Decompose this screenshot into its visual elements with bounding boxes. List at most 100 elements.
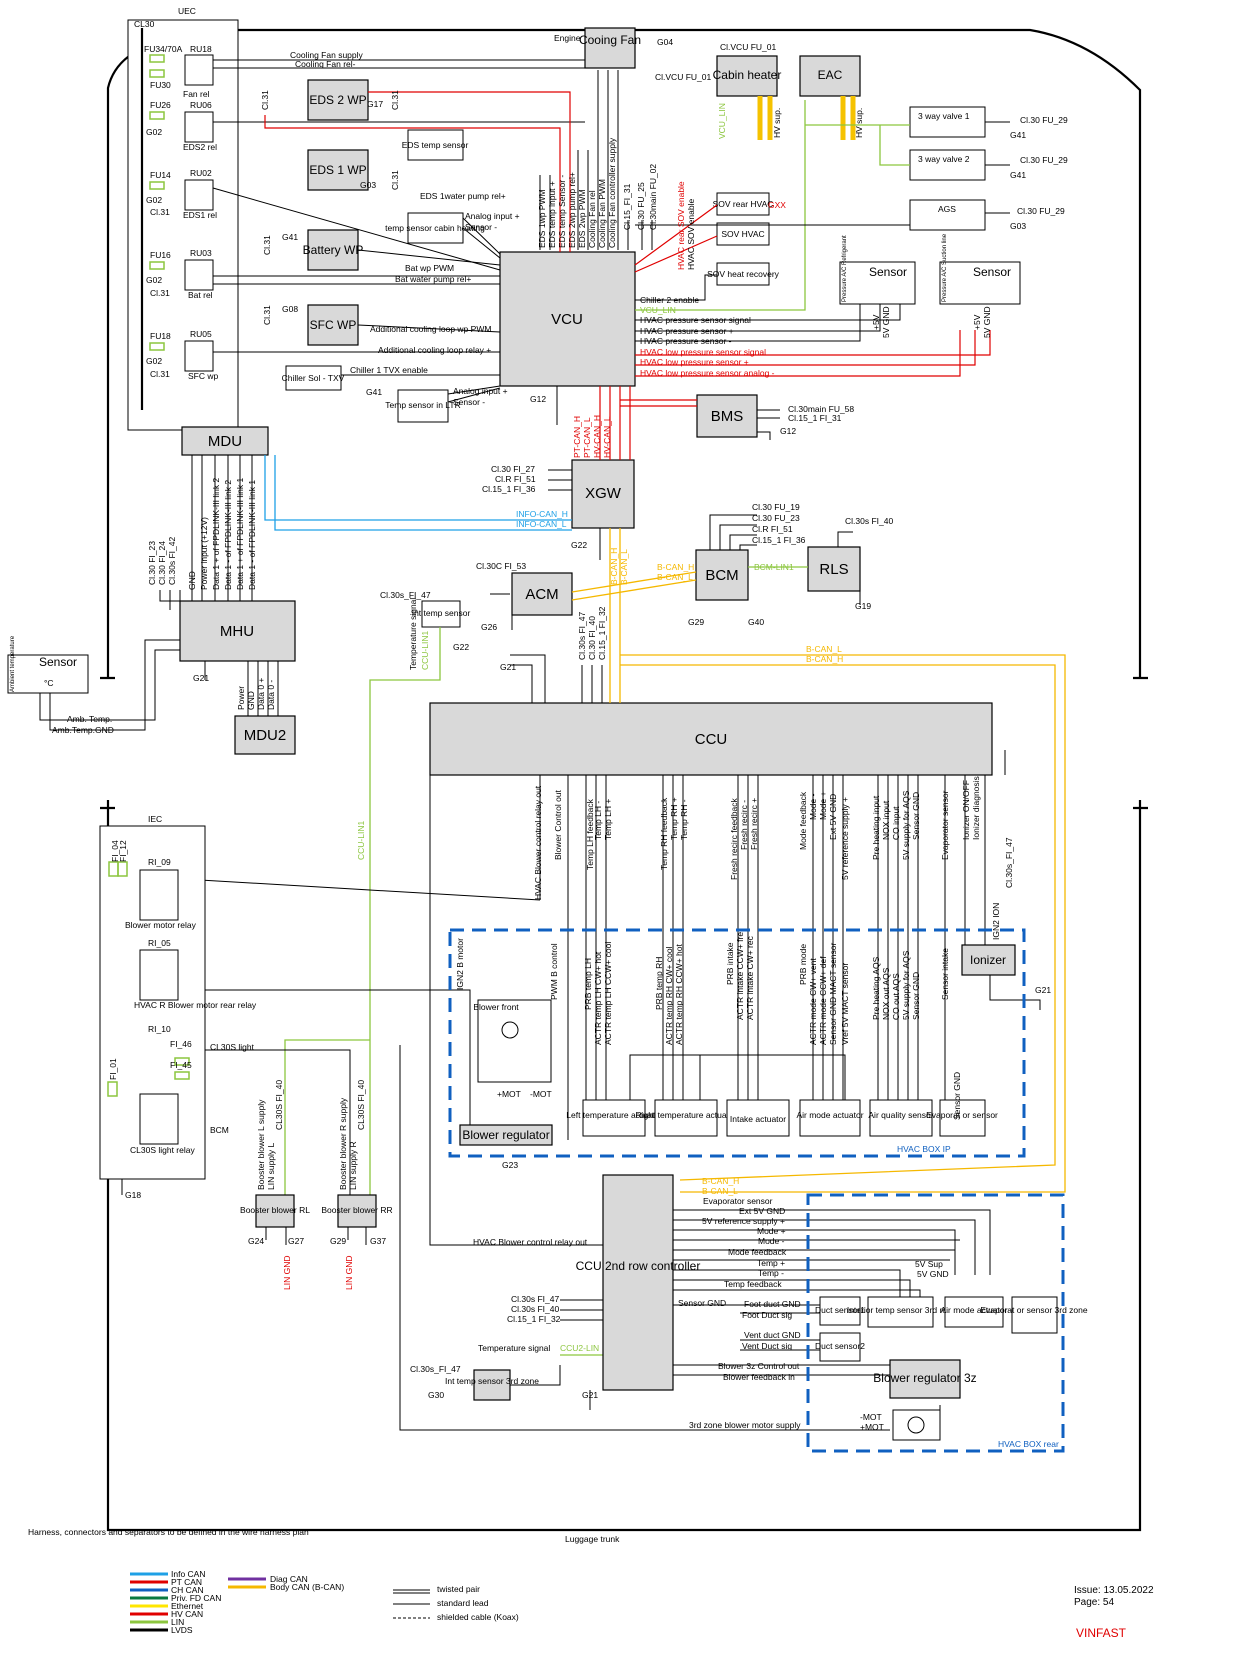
cl31-vert-4: Cl.31 — [262, 235, 272, 255]
signal-labels: Cooling Fan supply Cooling Fan rel- EDS … — [52, 50, 949, 1430]
mhu-vert-0: GND — [187, 571, 197, 590]
mot-plus-2: +MOT — [860, 1422, 884, 1432]
g41-bat: G41 — [282, 232, 298, 242]
box-inner-1: PWM B control — [549, 943, 559, 1000]
ccu-bottom-18: CO input — [891, 806, 901, 840]
bcm-box — [695, 549, 749, 601]
ccu-bottom-20: Sensor GND — [911, 792, 921, 840]
add-pwm-label: Additional cooling loop wp PWM — [370, 324, 491, 334]
ru02-label: RU02 — [190, 168, 212, 178]
bms-term-1: Cl.15_1 FI_31 — [788, 413, 842, 423]
rls-term: Cl.30s FI_40 — [845, 516, 893, 526]
b-can-h-vert: B-CAN_H — [609, 548, 619, 585]
eds1-box — [307, 149, 369, 191]
b-can-l-vert: B-CAN_L — [619, 549, 629, 585]
xgw-term-1: Cl.R FI_51 — [495, 474, 536, 484]
g22-int: G22 — [453, 642, 469, 652]
hv-sup-2: HV sup. — [854, 108, 864, 138]
box-inner-4: ACTR temp LH CCW+ cool — [603, 942, 613, 1045]
box-inner-5: PRB temp RH — [654, 957, 664, 1010]
g21-ion: G21 — [1035, 985, 1051, 995]
ion-terminal: Cl.30s_FI_47 — [1004, 837, 1014, 888]
int-temp-label: Int temp sensor — [412, 608, 471, 618]
sov-rear-label: SOV rear HVAC — [713, 199, 774, 209]
b-can-h-label-3: B-CAN_H — [702, 1176, 739, 1186]
g21-ccu2: G21 — [582, 1390, 598, 1400]
ionizer-box — [961, 944, 1016, 976]
uec-label: UEC — [178, 6, 196, 16]
ccu2-right-8: Temp feedback — [724, 1279, 782, 1289]
ccu-bottom-21: Evaporator sensor — [940, 790, 950, 860]
ccu-label: CCU — [695, 731, 728, 748]
booster-rr-label: Booster blower RR — [321, 1205, 392, 1215]
cl31-label-3: Cl.31 — [150, 369, 170, 379]
fu26-label: FU26 — [150, 100, 171, 110]
cl30s-relay-label: CL30S light relay — [130, 1145, 195, 1155]
airmode-act-3-label: Air mode actuator — [940, 1305, 1007, 1315]
chiller-txv-label: Chiller 1 TVX enable — [350, 365, 428, 375]
g29-bcm: G29 — [688, 617, 704, 627]
right-temp-label: Right temperature actuator — [635, 1110, 736, 1120]
xgw-label: XGW — [585, 485, 622, 502]
evaporator-sensor — [939, 1099, 986, 1137]
int-temp-3-label: Int temp sensor 3rd zone — [445, 1376, 539, 1386]
vcu-label: VCU — [551, 311, 583, 328]
cabin-heater-label: Cabin heater — [713, 68, 782, 82]
airmode-act-3-box — [944, 1296, 1004, 1328]
duct-label-2: Vent duct GND — [744, 1330, 801, 1340]
ccu2-right-6: Temp + — [757, 1258, 785, 1268]
fu14-label: FU14 — [150, 170, 171, 180]
blower-regulator-box — [459, 1124, 553, 1146]
rl-supply-2: CL30S FI_40 — [274, 1080, 284, 1130]
ru05-label: RU05 — [190, 329, 212, 339]
box-inner-14: Sensor GND MACT sensor — [828, 942, 838, 1045]
vcu-vert-4: EDS 2wp PWM — [577, 189, 587, 248]
legend-item-4: Ethernet — [171, 1601, 204, 1611]
sensor-gnd-ip: Sensor GND — [952, 1072, 962, 1120]
box-inner-2: PRB temp LH — [583, 958, 593, 1010]
blower-reg-3z-box — [889, 1359, 961, 1399]
vehicle-outline — [106, 28, 1142, 678]
sensor-gnd-3-label: Sensor GND — [678, 1298, 726, 1308]
evap-label: Evaporat or sensor — [926, 1110, 998, 1120]
pt-can-l-label: PT-CAN_L — [582, 417, 592, 458]
eds1-rel-label: EDS1 rel — [183, 210, 217, 220]
ccu-bottom-5: Temp RH feedback — [659, 797, 669, 870]
mhu-cl-0: Cl.30 FI_23 — [147, 541, 157, 585]
ccu-bottom-23: Ionizer diagnosis — [971, 776, 981, 840]
g03-label: G03 — [360, 180, 376, 190]
iec-label: IEC — [148, 814, 162, 824]
eds2-rel-label: EDS2 rel — [183, 142, 217, 152]
ionizer-label: Ionizer — [970, 953, 1006, 967]
ccu-top-1: Cl.30 FI_40 — [587, 616, 597, 660]
hvac-box-rear — [806, 1193, 1065, 1453]
mdu2-vert-2: Data 0 + — [256, 678, 266, 710]
rls-label: RLS — [819, 561, 848, 578]
xgw-term-2: Cl.15_1 FI_36 — [482, 484, 536, 494]
fi46-label: FI_46 — [170, 1039, 192, 1049]
ccu-bottom-3: Temp LH - — [593, 801, 603, 840]
duct1-label: Duct sensor1 — [815, 1305, 865, 1315]
g04-label: G04 — [657, 37, 673, 47]
relay-group-fan: FU34/70A FU30 RU18 Fan rel — [144, 44, 214, 99]
g21-ccu: G21 — [500, 662, 516, 672]
g02-label-4: G02 — [146, 356, 162, 366]
duct-label-3: Vent Duct sig — [742, 1341, 792, 1351]
ambient-sensor-label: Sensor — [39, 655, 77, 669]
temp-signal-label: Temperature signal — [408, 598, 418, 670]
air-quality-label: Air quality sensor — [868, 1110, 933, 1120]
box-inner-10: ACTR intake CW+ rec — [745, 935, 755, 1020]
acm-label: ACM — [525, 586, 558, 603]
ccu2-label: CCU 2nd row controller — [576, 1259, 701, 1273]
vcu-box — [499, 251, 636, 387]
interior3-label: Interior temp sensor 3rd row — [847, 1305, 954, 1315]
valve2-cl30: Cl.30 FU_29 — [1020, 155, 1068, 165]
vcu-lin-label: VCU_LIN — [640, 305, 676, 315]
eds-temp-label: EDS temp sensor — [402, 140, 469, 150]
rr-supply-2: CL30S FI_40 — [356, 1080, 366, 1130]
hvac-blower-relay-out-label: HVAC Blower control relay out — [473, 1237, 588, 1247]
box-inner-11: PRB mode — [798, 944, 808, 985]
box-inner-18: CO out AQS — [891, 973, 901, 1020]
blower-relay-label: Blower motor relay — [125, 920, 197, 930]
